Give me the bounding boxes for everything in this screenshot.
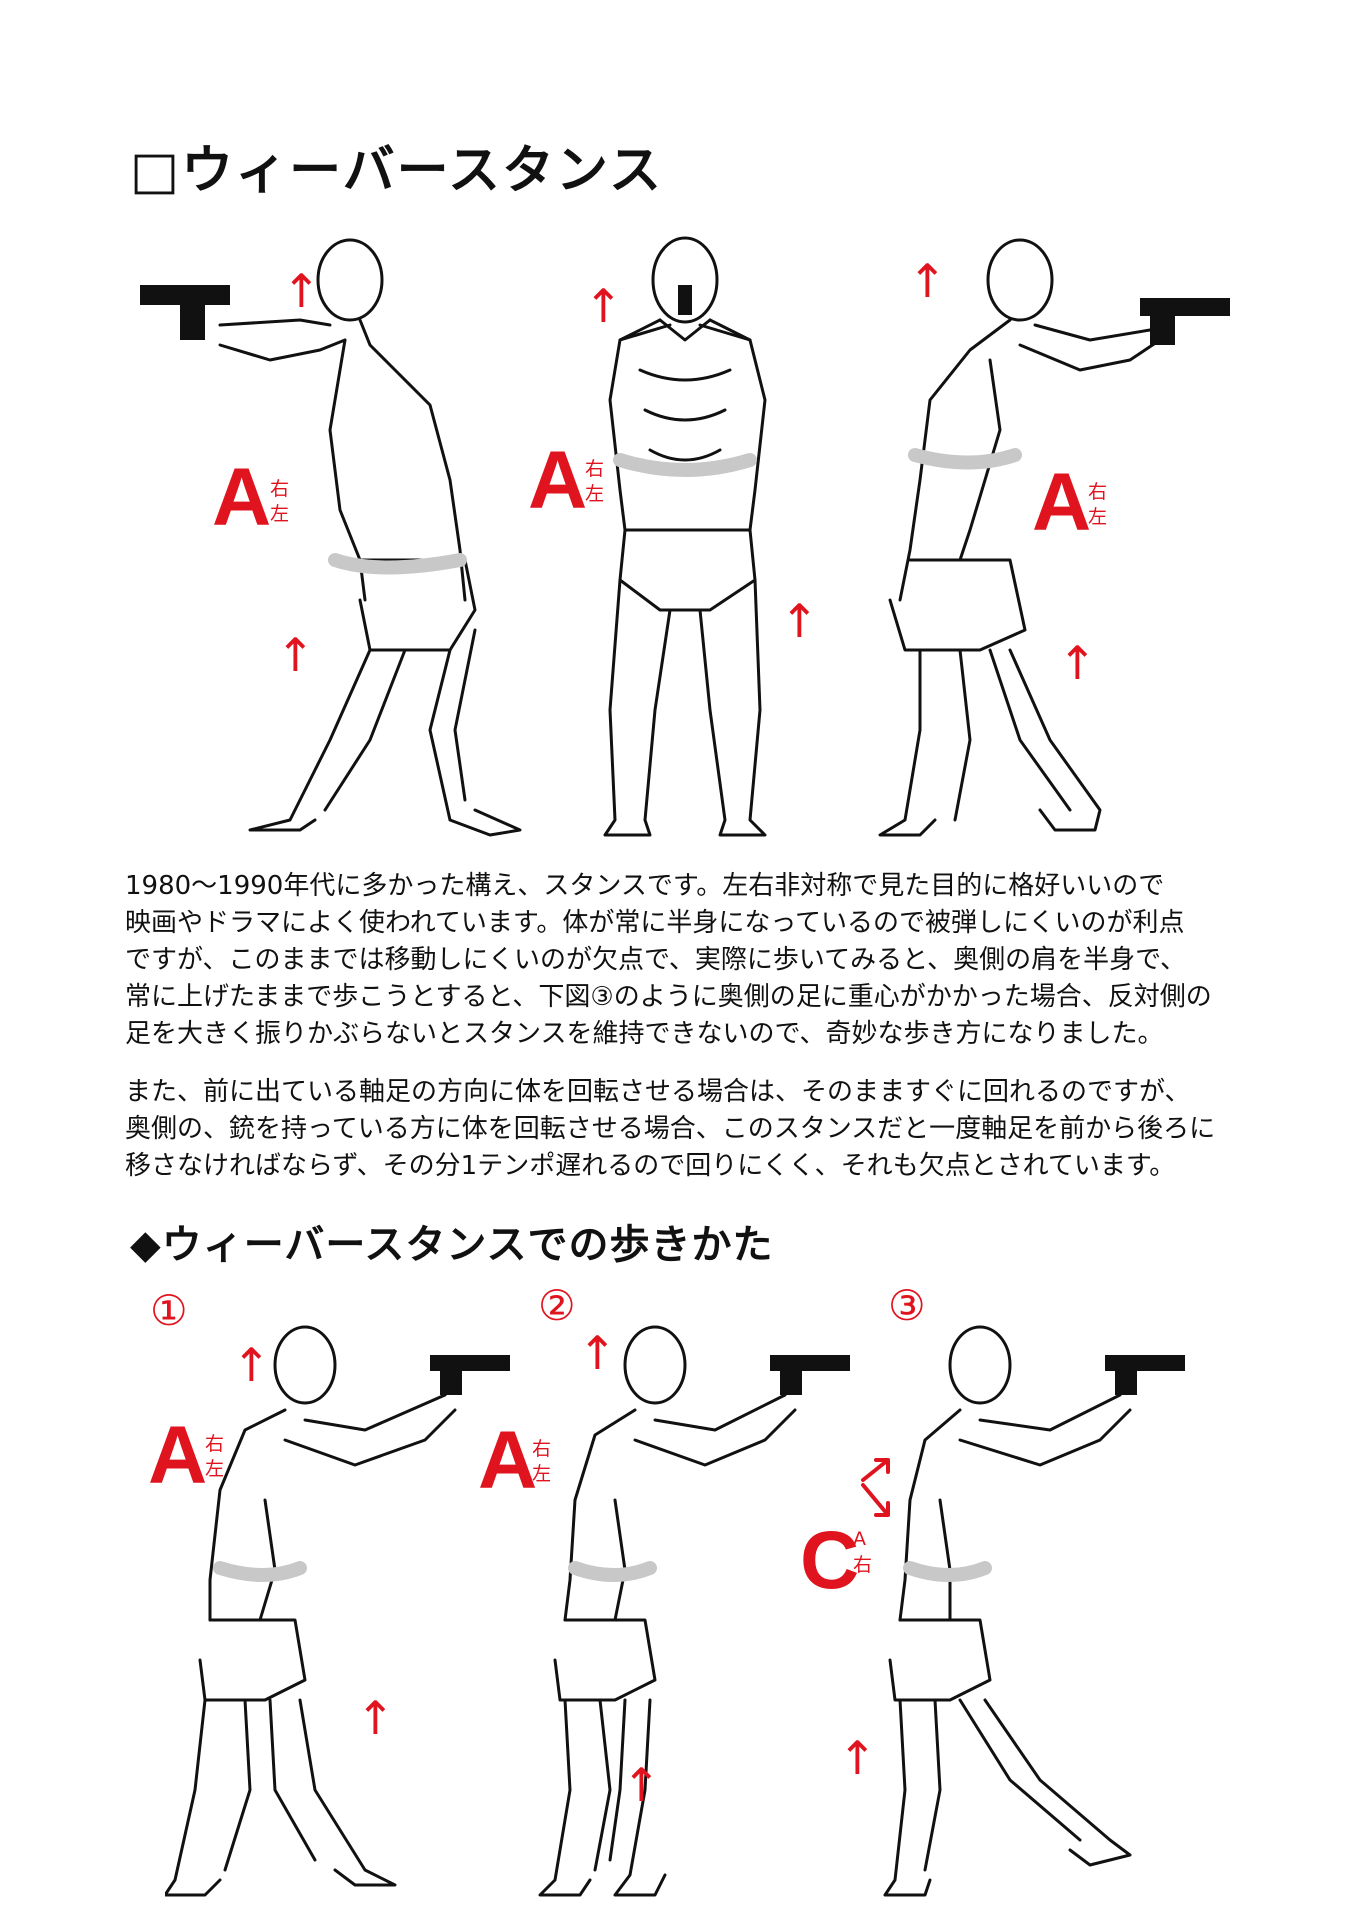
label-right-2: 右	[585, 460, 604, 479]
paragraph-1-line: 映画やドラマによく使われています。体が常に半身になっているので被弾しにくいのが利…	[125, 905, 1255, 942]
label-left-3: 左	[1088, 508, 1107, 527]
arrow-up-walk-3: ↑	[838, 1735, 877, 1781]
paragraph-2-line: また、前に出ている軸足の方向に体を回転させる場合は、そのまますぐに回れるのですが…	[125, 1074, 1255, 1111]
label-a-3: A	[1032, 462, 1091, 544]
label-a-small-walk-3: A	[853, 1530, 866, 1549]
label-left-walk-1: 左	[205, 1460, 224, 1479]
paragraph-1-line: ですが、このままでは移動しにくいのが欠点で、実際に歩いてみると、奥側の肩を半身で…	[125, 942, 1255, 979]
figure-front	[600, 230, 770, 850]
paragraph-1-line: 足を大きく振りかぶらないとスタンスを維持できないので、奇妙な歩き方になりました。	[125, 1016, 1255, 1053]
label-a-walk-2: A	[478, 1420, 537, 1502]
arrow-up-walk-1b: ↑	[356, 1695, 395, 1741]
section-title: ◆ウィーバースタンスでの歩きかた	[130, 1212, 774, 1270]
label-a-1: A	[212, 457, 271, 539]
arrow-up-walk-1a: ↑	[232, 1342, 271, 1388]
walking-figure-1	[165, 1320, 515, 1910]
label-right-3: 右	[1088, 483, 1107, 502]
arrow-up-shoulder-1: ↑	[282, 268, 321, 314]
page-title: □ウィーバースタンス	[130, 128, 663, 203]
label-right-walk-3: 右	[853, 1556, 872, 1575]
paragraph-1-line: 1980〜1990年代に多かった構え、スタンスです。左右非対称で見た目的に格好い…	[125, 868, 1255, 905]
shift-arrows-icon	[858, 1455, 898, 1525]
paragraph-2-line: 奥側の、銃を持っている方に体を回転させる場合、このスタンスだと一度軸足を前から後…	[125, 1111, 1255, 1148]
arrow-up-shoulder-3: ↑	[908, 258, 947, 304]
figure-side-left	[130, 230, 550, 850]
label-a-walk-1: A	[148, 1415, 207, 1497]
arrow-up-knee-3: ↑	[1058, 640, 1097, 686]
arrow-up-knee-2: ↑	[780, 598, 819, 644]
label-left-walk-2: 左	[532, 1465, 551, 1484]
label-right-walk-2: 右	[532, 1440, 551, 1459]
paragraph-1-line: 常に上げたままで歩こうとすると、下図③のように奥側の足に重心がかかった場合、反対…	[125, 979, 1255, 1016]
label-left-2: 左	[585, 485, 604, 504]
description-paragraph-2: また、前に出ている軸足の方向に体を回転させる場合は、そのまますぐに回れるのですが…	[125, 1074, 1255, 1185]
arrow-up-walk-2a: ↑	[578, 1330, 617, 1376]
walking-figure-3	[880, 1320, 1200, 1910]
label-c-walk-3: C	[800, 1520, 859, 1602]
arrow-up-shoulder-2: ↑	[584, 283, 623, 329]
label-left-1: 左	[270, 505, 289, 524]
label-right-walk-1: 右	[205, 1435, 224, 1454]
paragraph-2-line: 移さなければならず、その分1テンポ遅れるので回りにくく、それも欠点とされています…	[125, 1148, 1255, 1185]
description-paragraph-1: 1980〜1990年代に多かった構え、スタンスです。左右非対称で見た目的に格好い…	[125, 868, 1255, 1053]
label-a-2: A	[528, 440, 587, 522]
label-right-1: 右	[270, 480, 289, 499]
walking-figure-2	[535, 1320, 855, 1910]
arrow-up-knee-1: ↑	[276, 632, 315, 678]
arrow-up-walk-2b: ↑	[622, 1762, 661, 1808]
